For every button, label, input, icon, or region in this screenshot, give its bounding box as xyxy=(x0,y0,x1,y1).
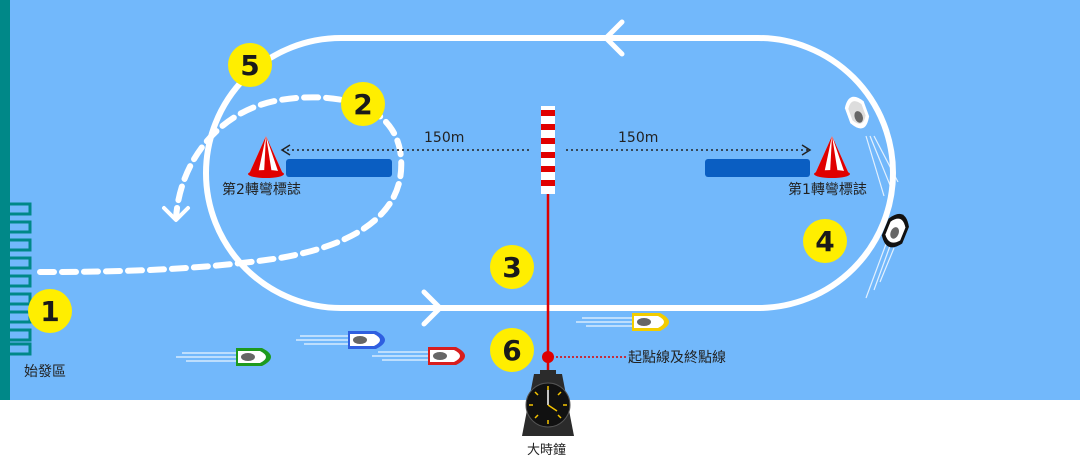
svg-text:4: 4 xyxy=(815,225,834,258)
svg-text:6: 6 xyxy=(502,334,521,367)
marker-3: 3 xyxy=(490,245,534,289)
turn-mark-2-label: 第2轉彎標誌 xyxy=(222,181,301,198)
marker-4: 4 xyxy=(803,219,847,263)
course-block-left xyxy=(286,159,392,177)
clock-icon xyxy=(522,370,574,436)
svg-text:1: 1 xyxy=(40,295,59,328)
start-finish-label: 起點線及終點線 xyxy=(628,350,726,366)
svg-text:2: 2 xyxy=(353,88,372,121)
pontoon-pilings xyxy=(10,202,32,356)
big-clock-label: 大時鐘 xyxy=(527,442,566,458)
boat-red xyxy=(372,347,465,365)
turn-mark-1-label: 第1轉彎標誌 xyxy=(788,181,867,198)
boat-yellow xyxy=(576,313,669,331)
boat-white xyxy=(844,96,899,197)
boat-black xyxy=(865,213,909,299)
marker-6: 6 xyxy=(490,328,534,372)
approach-arrow-icon xyxy=(162,206,190,222)
marker-5: 5 xyxy=(228,43,272,87)
distance-label-right: 150m xyxy=(618,130,658,146)
distance-arrow-right-icon xyxy=(801,144,812,156)
turn-buoy-icon xyxy=(248,136,284,178)
approach-path xyxy=(37,94,405,275)
distance-label-left: 150m xyxy=(424,130,464,146)
turn-buoy-icon xyxy=(814,136,850,178)
distance-arrow-left-icon xyxy=(280,144,291,156)
marker-1: 1 xyxy=(28,289,72,333)
water-area xyxy=(0,0,1080,400)
course-block-right xyxy=(705,159,810,177)
svg-text:3: 3 xyxy=(502,251,521,284)
start-pole-icon xyxy=(541,106,555,194)
boat-blue xyxy=(296,331,385,349)
direction-arrow-icon xyxy=(603,19,625,57)
direction-arrow-icon xyxy=(421,289,443,327)
svg-text:5: 5 xyxy=(240,49,259,82)
marker-2: 2 xyxy=(341,82,385,126)
start-finish-point xyxy=(542,351,554,363)
start-area-label: 始發區 xyxy=(24,364,66,380)
boat-green xyxy=(176,348,271,366)
start-wall xyxy=(0,0,10,400)
